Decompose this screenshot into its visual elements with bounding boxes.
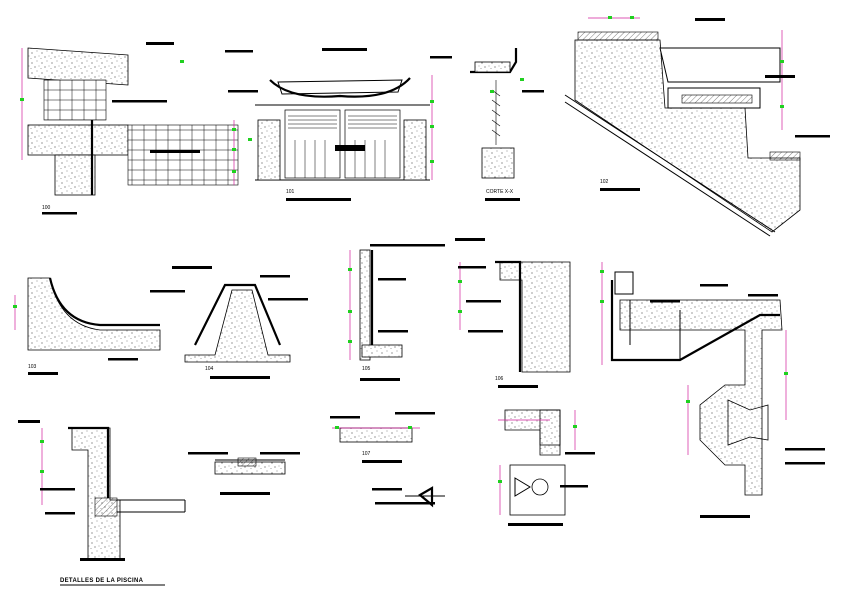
detail-107: 107 [330,412,445,508]
detail-number-106: 106 [495,376,504,382]
detail-103: 103 [13,277,161,375]
section-x-x: CORTE X-X [430,48,544,201]
detail-wall-pipe [18,420,186,561]
detail-number-100: 100 [42,205,51,211]
detail-100: 100 [20,42,239,215]
sheet-title: DETALLES DE LA PISCINA [60,578,144,584]
detail-number-101: 101 [286,189,295,195]
detail-number-107: 107 [362,451,371,457]
detail-105: 105 [348,244,445,381]
detail-drain [498,409,595,526]
detail-number-102: 102 [600,179,609,185]
section-label: CORTE X-X [486,189,514,195]
detail-106: 106 [455,238,571,388]
skimmer-detail [600,262,825,518]
detail-small-slab [188,452,300,495]
detail-104: 104 [150,266,308,379]
detail-number-104: 104 [205,366,214,372]
detail-101: 101 [225,48,434,201]
detail-102: 102 [564,16,830,237]
detail-number-105: 105 [362,366,371,372]
detail-number-103: 103 [28,364,37,370]
